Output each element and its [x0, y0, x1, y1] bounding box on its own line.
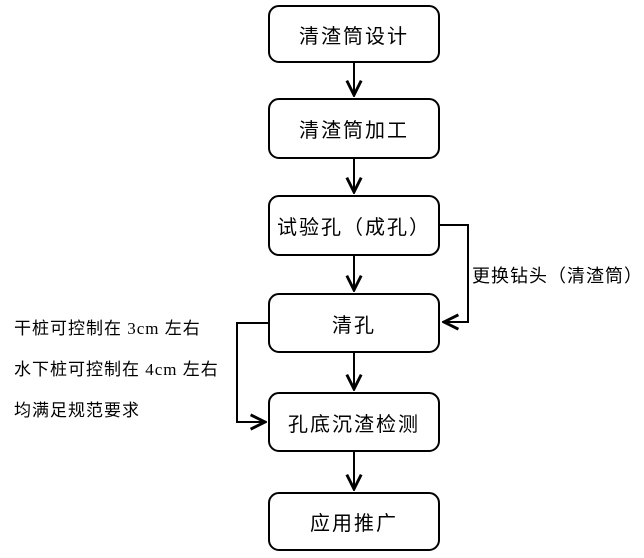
branch-label-replace-drill-head: 更换钻头（清渣筒） [472, 266, 643, 286]
flow-box-hole-cleaning: 清孔 [268, 293, 440, 353]
flow-box-sediment-detection-label: 孔底沉渣检测 [288, 413, 420, 436]
connector-hole-cleaning-branch-to-sediment-detection [236, 322, 268, 422]
flow-box-hole-cleaning-label: 清孔 [332, 314, 376, 337]
left-note-line-spec: 均满足规范要求 [14, 401, 140, 420]
connector-test-hole-loop-to-hole-cleaning [440, 224, 469, 322]
left-note-line-dry-pile: 干桩可控制在 3cm 左右 [14, 319, 201, 338]
flow-box-sediment-detection: 孔底沉渣检测 [268, 392, 440, 452]
left-note-line-underwater: 水下桩可控制在 4cm 左右 [14, 360, 219, 379]
flow-box-fabrication: 清渣筒加工 [268, 98, 440, 159]
flow-box-test-hole-label: 试验孔（成孔） [277, 217, 431, 239]
flow-box-application: 应用推广 [268, 492, 440, 551]
left-note: 干桩可控制在 3cm 左右 水下桩可控制在 4cm 左右 均满足规范要求 [14, 308, 219, 431]
flow-box-fabrication-label: 清渣筒加工 [299, 120, 409, 142]
flow-box-test-hole: 试验孔（成孔） [268, 195, 440, 256]
flow-box-design-label: 清渣筒设计 [299, 25, 409, 48]
flow-box-application-label: 应用推广 [310, 513, 398, 535]
flow-box-design: 清渣筒设计 [268, 5, 440, 63]
